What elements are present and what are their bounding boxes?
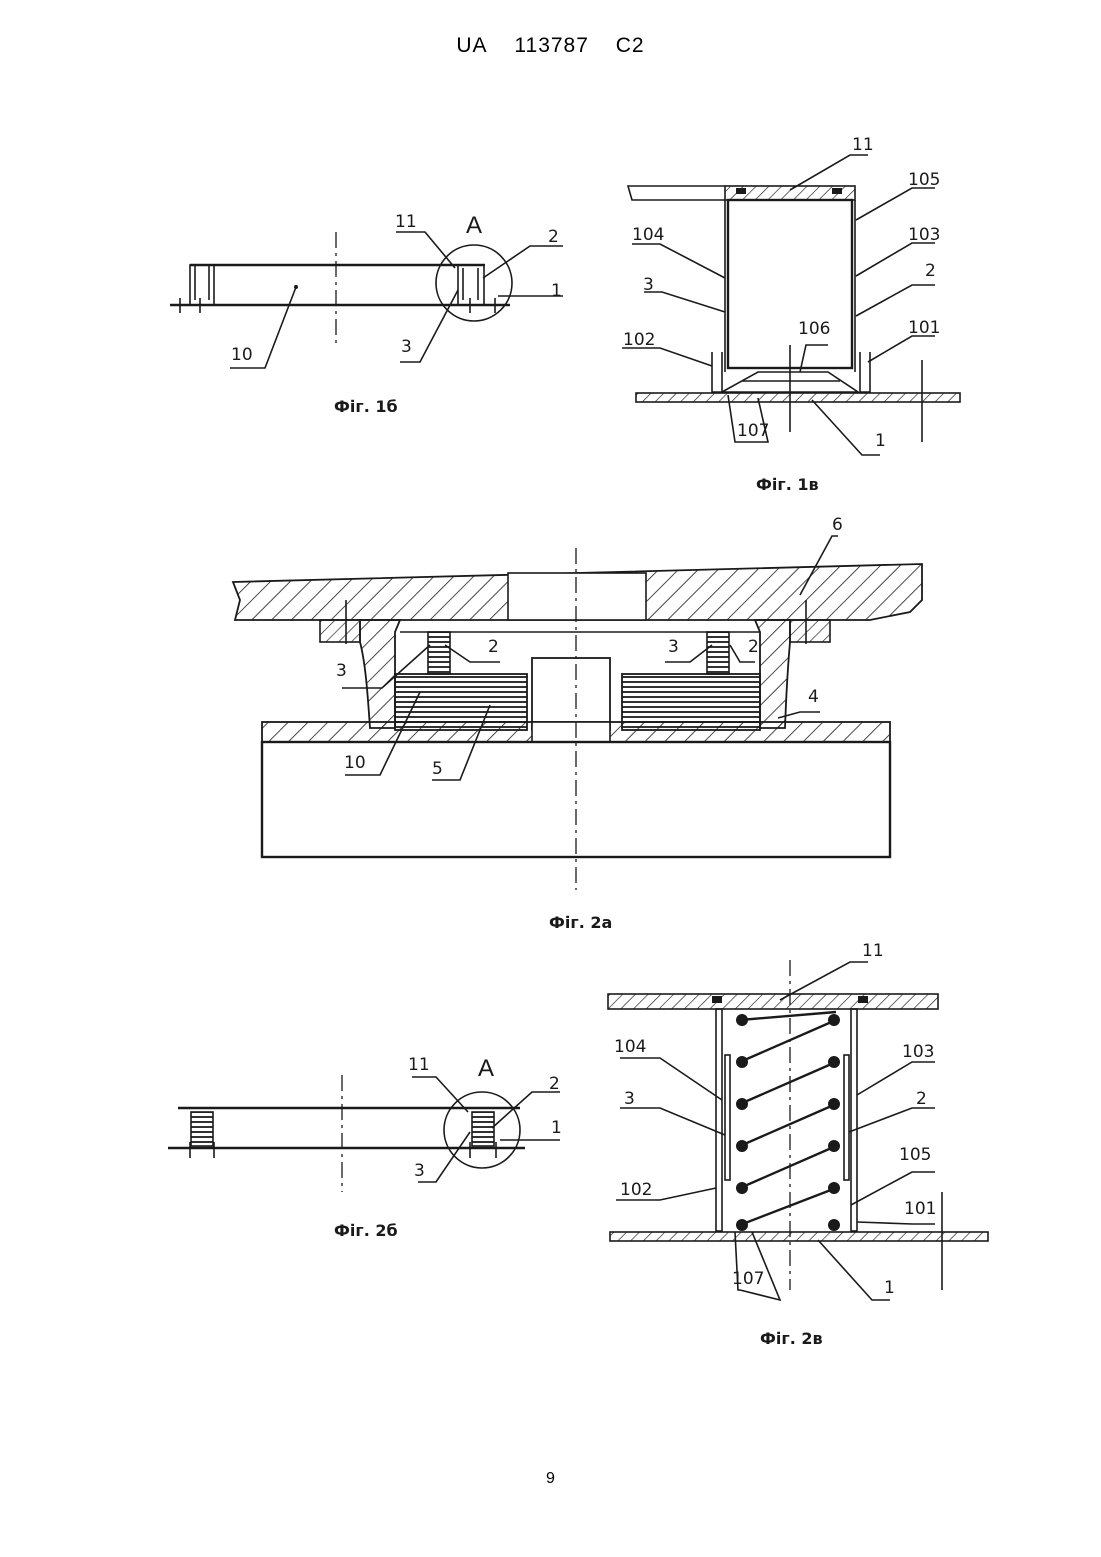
label-102: 102	[623, 330, 655, 350]
label-1: 1	[875, 431, 886, 451]
figure-1v: 11 105 104 103 3 2 102 106 101 107 1 Фіг…	[622, 135, 960, 494]
label-10: 10	[231, 345, 253, 365]
label-2-right: 2	[748, 637, 759, 657]
page-number: 9	[0, 1470, 1101, 1488]
helical-spring	[736, 1012, 840, 1231]
detail-a-label: А	[478, 1055, 494, 1082]
label-1: 1	[551, 1118, 562, 1138]
label-102: 102	[620, 1180, 652, 1200]
label-3-left: 3	[336, 661, 347, 681]
label-5: 5	[432, 759, 443, 779]
label-103: 103	[902, 1042, 934, 1062]
label-3: 3	[414, 1161, 425, 1181]
figure-2a: 6 3 2 3 2 4 10 5 Фіг. 2а	[233, 515, 922, 932]
label-3: 3	[624, 1089, 635, 1109]
label-107: 107	[737, 421, 769, 441]
caption-fig-1b: Фіг. 1б	[334, 397, 398, 416]
figure-2v: 11 104 103 3 2 105 102 101 107 1 Фіг. 2в	[608, 941, 988, 1348]
label-2: 2	[925, 261, 936, 281]
label-3-right: 3	[668, 637, 679, 657]
figure-1b: 11 А 2 1 3 10 Фіг. 1б	[170, 212, 563, 416]
label-2: 2	[549, 1074, 560, 1094]
caption-fig-2b: Фіг. 2б	[334, 1221, 398, 1240]
label-103: 103	[908, 225, 940, 245]
label-1: 1	[551, 281, 562, 301]
label-106: 106	[798, 319, 830, 339]
label-6: 6	[832, 515, 843, 535]
label-105: 105	[899, 1145, 931, 1165]
label-101: 101	[908, 318, 940, 338]
label-105: 105	[908, 170, 940, 190]
label-104: 104	[614, 1037, 646, 1057]
label-104: 104	[632, 225, 664, 245]
label-101: 101	[904, 1199, 936, 1219]
label-107: 107	[732, 1269, 764, 1289]
caption-fig-2v: Фіг. 2в	[760, 1329, 823, 1348]
label-10: 10	[344, 753, 366, 773]
figure-2b: 11 А 2 1 3 Фіг. 2б	[168, 1055, 562, 1240]
label-2: 2	[916, 1089, 927, 1109]
caption-fig-1v: Фіг. 1в	[756, 475, 819, 494]
label-1: 1	[884, 1278, 895, 1298]
label-11: 11	[862, 941, 884, 961]
label-2-left: 2	[488, 637, 499, 657]
detail-a-label: А	[466, 212, 482, 239]
label-11: 11	[395, 212, 417, 232]
label-3: 3	[401, 337, 412, 357]
label-2: 2	[548, 227, 559, 247]
label-3: 3	[643, 275, 654, 295]
caption-fig-2a: Фіг. 2а	[549, 913, 612, 932]
label-4: 4	[808, 687, 819, 707]
label-11: 11	[408, 1055, 430, 1075]
label-11: 11	[852, 135, 874, 155]
